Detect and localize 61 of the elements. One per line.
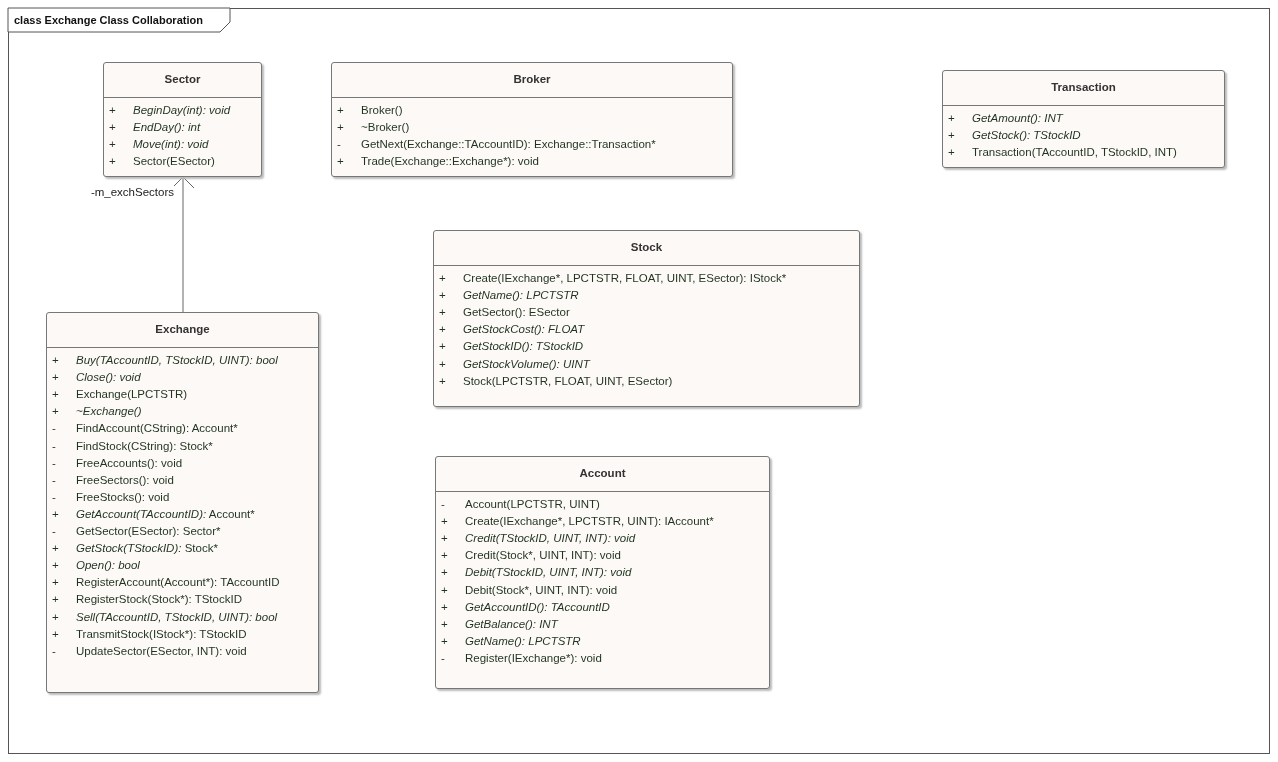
class-name: Broker [512,72,552,85]
operation-text: + Open(): bool [52,558,140,573]
association-arrow [171,176,195,313]
class-box [942,70,1225,168]
operation-text: + Debit(Stock*, UINT, INT): void [441,582,618,597]
operation-text: + Exchange(LPCTSTR) [52,387,188,402]
operation-text: + RegisterAccount(Account*): TAccountID [52,575,280,590]
operation-text: + Create(IExchange*, LPCTSTR, UINT): IAccount* [441,514,714,529]
operation-text: - FreeSectors(): void [52,472,174,487]
operation-text: + Sector(ESector) [109,154,215,169]
class-name: Transaction [1050,80,1117,93]
operation-text: + GetStock(): TStockID [948,128,1081,143]
operation-text: - UpdateSector(ESector, INT): void [52,643,247,658]
operation-text: + Stock(LPCTSTR, FLOAT, UINT, ESector) [439,373,673,388]
operation-text: - Account(LPCTSTR, UINT) [441,497,600,511]
operation-text: + GetSector(): ESector [439,305,570,320]
operation-text: + GetStockID(): TStockID [439,339,584,354]
operation-text: + GetAccount(TAccountID): Account* [52,506,255,521]
class-name: Account [578,466,627,479]
operation-text: + TransmitStock(IStock*): TStockID [52,626,247,641]
class-box [46,312,319,693]
operation-text: + Close(): void [52,370,141,385]
operation-text: + GetStockCost(): FLOAT [439,322,585,337]
operation-text: - Register(IExchange*): void [441,650,602,665]
class-name: Stock [629,240,664,253]
operation-text: + Transaction(TAccountID, TStockID, INT) [948,145,1177,160]
operation-text: + GetBalance(): INT [441,616,558,631]
operation-text: - FreeAccounts(): void [52,455,183,470]
operation-text: + Create(IExchange*, LPCTSTR, FLOAT, UINT, ESector): IStock* [439,271,787,285]
operation-text: - FindStock(CString): Stock* [52,438,213,453]
operation-text: + GetStockVolume(): UINT [439,356,590,371]
diagram-title: class Exchange Class Collaboration [14,14,203,26]
class-box [433,230,860,407]
operation-text: + Broker() [337,103,403,117]
operation-text: + Credit(Stock*, UINT, INT): void [441,548,621,563]
operation-text: - GetNext(Exchange::TAccountID): Exchange::Transaction* [337,137,656,152]
operation-text: + ~Broker() [337,120,410,135]
operation-text: + Move(int): void [109,137,209,152]
operation-text: - FindAccount(CString): Account* [52,421,238,436]
operation-text: + Debit(TStockID, UINT, INT): void [441,565,632,580]
class-box [331,62,733,177]
operation-text: + GetName(): LPCTSTR [441,633,581,648]
role-label: -m_exchSectors [90,186,174,198]
operation-text: + Trade(Exchange::Exchange*): void [337,154,539,169]
operation-text: + Sell(TAccountID, TStockID, UINT): bool [52,609,278,624]
operation-text: - GetSector(ESector): Sector* [52,524,221,538]
operation-text: + BeginDay(int): void [109,103,231,117]
operation-text: + RegisterStock(Stock*): TStockID [52,592,242,607]
operation-text: - FreeStocks(): void [52,489,170,504]
operation-text: + GetAccountID(): TAccountID [441,599,610,614]
class-name: Exchange [154,322,211,335]
operation-text: + GetStock(TStockID): Stock* [52,541,218,556]
operation-text: + EndDay(): int [109,120,201,135]
class-name: Sector [163,72,202,85]
operation-text: + Buy(TAccountID, TStockID, UINT): bool [52,353,278,367]
operation-text: + ~Exchange() [52,404,142,419]
operation-text: + Credit(TStockID, UINT, INT): void [441,531,636,546]
operation-text: + GetAmount(): INT [948,111,1063,125]
class-box [103,62,262,177]
class-box [435,456,770,689]
operation-text: + GetName(): LPCTSTR [439,288,579,303]
